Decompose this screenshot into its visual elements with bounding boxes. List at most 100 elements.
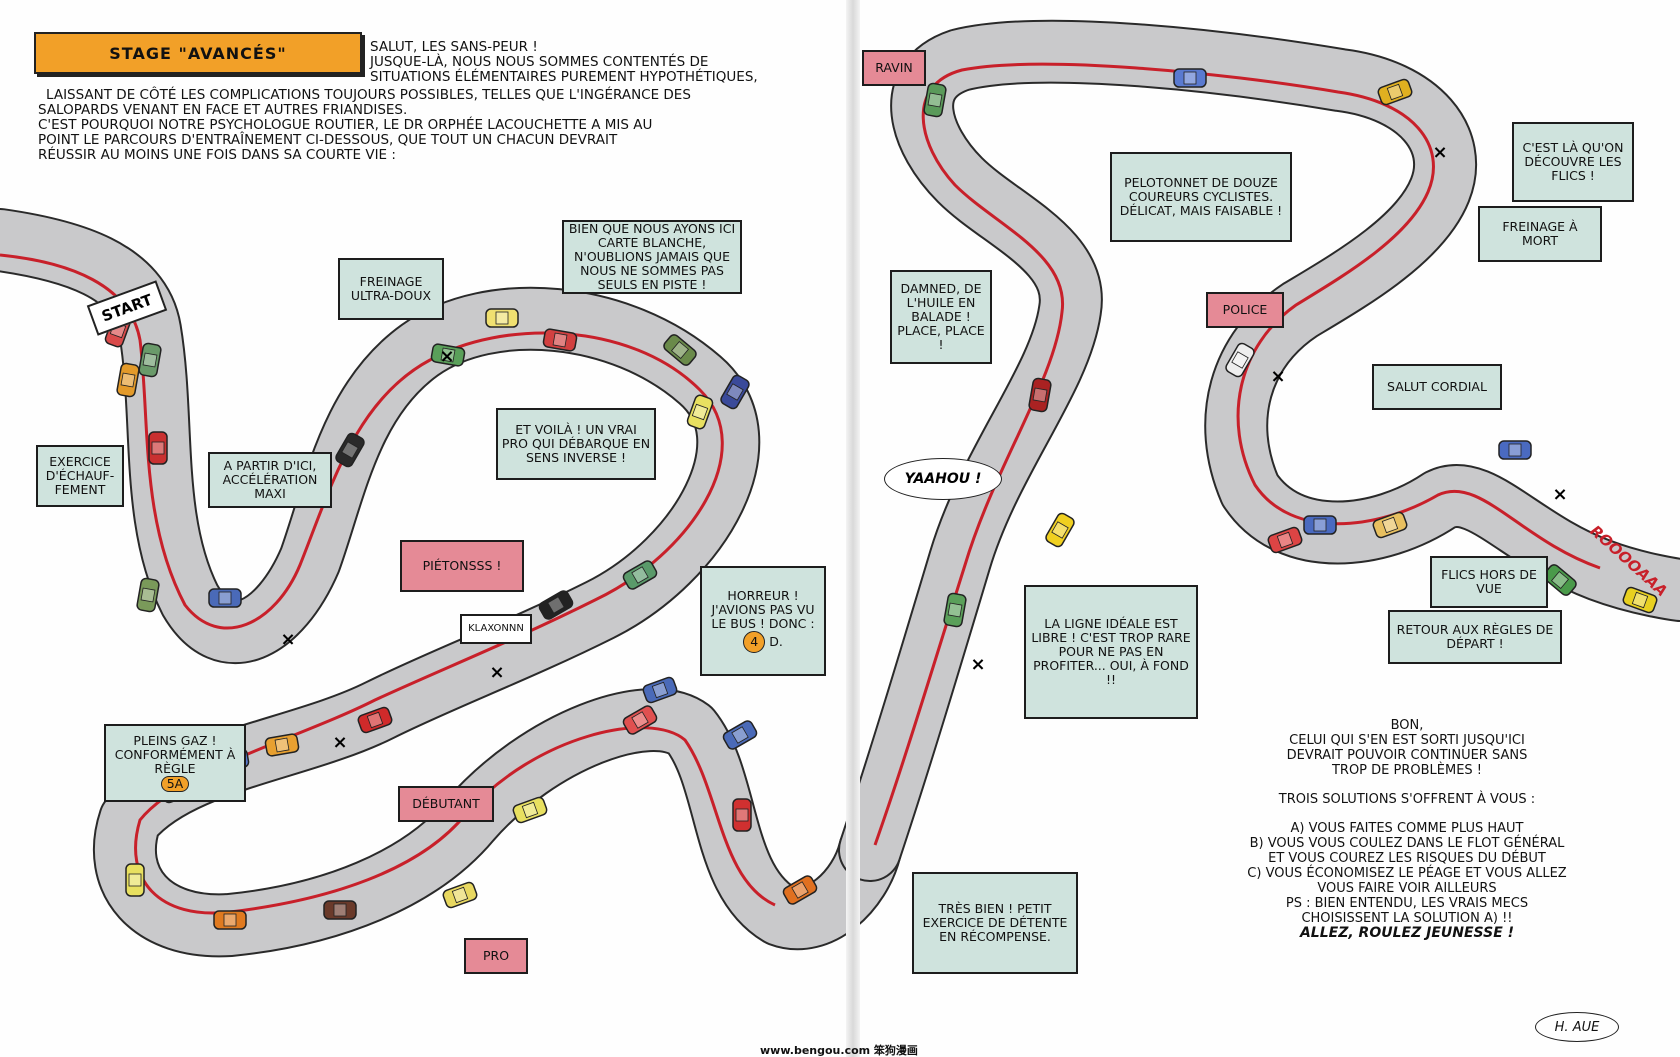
car — [622, 705, 658, 735]
crossing-x-mark: × — [970, 654, 985, 675]
label-ligne-ideale: LA LIGNE IDÉALE EST LIBRE ! C'EST TROP R… — [1024, 585, 1198, 719]
intro-line-4: LAISSANT DE CÔTÉ LES COMPLICATIONS TOUJO… — [46, 87, 691, 103]
ending-line: C) VOUS ÉCONOMISEZ LE PÉAGE ET VOUS ALLE… — [1247, 866, 1567, 881]
label-pleins-gaz: PLEINS GAZ ! CONFORMÉMENT À RÈGLE 5a — [104, 724, 246, 802]
label-salut-cordial: SALUT CORDIAL — [1372, 364, 1502, 410]
rule-circle: 4 — [743, 631, 766, 653]
car — [732, 798, 752, 832]
car — [943, 592, 967, 628]
ending-line: CHOISISSENT LA SOLUTION A) !! — [1301, 911, 1513, 926]
ending-line: VOUS FAIRE VOIR AILLEURS — [1317, 881, 1497, 896]
car — [1372, 511, 1408, 539]
label-horreur-text: HORREUR ! J'AVIONS PAS VU LE BUS ! DONC … — [711, 588, 815, 631]
label-ravin: RAVIN — [862, 50, 926, 86]
label-klaxon: KLAXONNN — [460, 614, 532, 644]
label-tres-bien: TRÈS BIEN ! PETIT EXERCICE DE DÉTENTE EN… — [912, 872, 1078, 974]
rule-badge: 5a — [160, 776, 190, 792]
car — [686, 394, 714, 430]
ending-line: ET VOUS COUREZ LES RISQUES DU DÉBUT — [1268, 851, 1546, 866]
label-horreur: HORREUR ! J'AVIONS PAS VU LE BUS ! DONC … — [700, 566, 826, 676]
car — [923, 82, 947, 118]
car — [1173, 68, 1207, 88]
ending-line: CELUI QUI S'EN EST SORTI JUSQU'ICI — [1289, 733, 1525, 748]
label-pro: PRO — [464, 938, 528, 974]
car — [538, 590, 574, 620]
label-et-voila: ET VOILÀ ! UN VRAI PRO QUI DÉBARQUE EN S… — [496, 408, 656, 480]
car — [512, 796, 548, 824]
car — [622, 560, 658, 590]
intro-line-5: SALOPARDS VENANT EN FACE ET AUTRES FRIAN… — [38, 102, 408, 118]
title-box: STAGE "AVANCÉS" — [34, 32, 362, 74]
car — [1377, 78, 1413, 106]
intro-line-8: RÉUSSIR AU MOINS UNE FOIS DANS SA COURTE… — [38, 147, 396, 163]
label-horreur-ref: 4 d. — [743, 631, 783, 653]
car — [1303, 515, 1337, 535]
crossing-x-mark: × — [1552, 484, 1567, 505]
intro-line-7: POINT LE PARCOURS D'ENTRAÎNEMENT CI-DESS… — [38, 132, 618, 148]
crossing-x-mark: × — [1432, 142, 1447, 163]
ending-line: BON, — [1390, 718, 1424, 733]
crossing-x-mark: × — [280, 629, 295, 650]
ending-text: BON, CELUI QUI S'EN EST SORTI JUSQU'ICI … — [1212, 718, 1602, 941]
label-damned: DAMNED, DE L'HUILE EN BALADE ! PLACE, PL… — [890, 270, 992, 364]
ending-line: ALLEZ, ROULEZ JEUNESSE ! — [1299, 925, 1515, 941]
car — [720, 374, 750, 410]
crossing-x-mark: × — [439, 346, 454, 367]
car — [642, 676, 678, 704]
car — [213, 910, 247, 930]
label-flics-hors-vue: FLICS HORS DE VUE — [1430, 556, 1548, 608]
intro-line-3: SITUATIONS ÉLÉMENTAIRES PUREMENT HYPOTHÉ… — [370, 69, 758, 85]
car — [1267, 526, 1303, 554]
car — [1225, 342, 1255, 378]
car — [1498, 440, 1532, 460]
ending-line: A) VOUS FAITES COMME PLUS HAUT — [1290, 821, 1524, 836]
footer-watermark: www.bengou.com 笨狗漫画 — [760, 1044, 918, 1057]
car — [323, 900, 357, 920]
car — [357, 706, 393, 734]
label-echauffement: EXERCICE D'ÉCHAUF- FEMENT — [36, 445, 124, 507]
car — [542, 328, 578, 352]
ending-line: PS : BIEN ENTENDU, LES VRAIS MECS — [1285, 896, 1529, 911]
label-acceleration: A PARTIR D'ICI, ACCÉLÉRATION MAXI — [208, 452, 332, 508]
car — [136, 577, 160, 613]
car — [125, 863, 145, 897]
label-police: POLICE — [1206, 292, 1284, 328]
label-freinage-mort: FREINAGE À MORT — [1478, 206, 1602, 262]
ending-line: TROIS SOLUTIONS S'OFFRENT À VOUS : — [1278, 792, 1536, 807]
label-pleins-gaz-text: PLEINS GAZ ! CONFORMÉMENT À RÈGLE — [114, 733, 236, 776]
intro-line-6: C'EST POURQUOI NOTRE PSYCHOLOGUE ROUTIER… — [38, 117, 653, 133]
crossing-x-mark: × — [489, 662, 504, 683]
car — [782, 875, 818, 905]
cars-layer — [104, 68, 1658, 930]
car — [1045, 512, 1075, 548]
ending-line: B) VOUS VOUS COULEZ DANS LE FLOT GÉNÉRAL — [1249, 836, 1565, 851]
label-freinage: FREINAGE ULTRA-DOUX — [338, 258, 444, 320]
car — [148, 431, 168, 465]
label-peloton: PELOTONNET DE DOUZE COUREURS CYCLISTES. … — [1110, 152, 1292, 242]
intro-line-2: JUSQUE-LÀ, NOUS NOUS SOMMES CONTENTÉS DE — [370, 54, 709, 70]
signature: H. AUE — [1535, 1012, 1619, 1042]
label-pietons: PIÉTONSSS ! — [400, 540, 524, 592]
rule-suffix: d. — [769, 634, 783, 649]
speech-bubble-yaahou: YAAHOU ! — [884, 458, 1002, 500]
car — [116, 362, 140, 398]
intro-line-1: SALUT, LES SANS-PEUR ! — [370, 39, 538, 55]
car — [442, 881, 478, 909]
car — [1622, 586, 1658, 614]
car — [663, 334, 697, 366]
label-carte-blanche: BIEN QUE NOUS AYONS ICI CARTE BLANCHE, N… — [562, 220, 742, 294]
car — [722, 720, 758, 750]
car — [208, 588, 242, 608]
crossing-x-mark: × — [332, 732, 347, 753]
ending-line: TROP DE PROBLÈMES ! — [1331, 763, 1483, 778]
crossing-x-mark: × — [1270, 366, 1285, 387]
car — [1028, 377, 1052, 413]
car — [264, 733, 300, 757]
page-gutter — [846, 0, 860, 1057]
page-title: STAGE "AVANCÉS" — [109, 43, 287, 63]
ending-line: DEVRAIT POUVOIR CONTINUER SANS — [1286, 748, 1528, 763]
car — [335, 432, 365, 468]
label-flics: C'EST LÀ QU'ON DÉCOUVRE LES FLICS ! — [1512, 122, 1634, 202]
